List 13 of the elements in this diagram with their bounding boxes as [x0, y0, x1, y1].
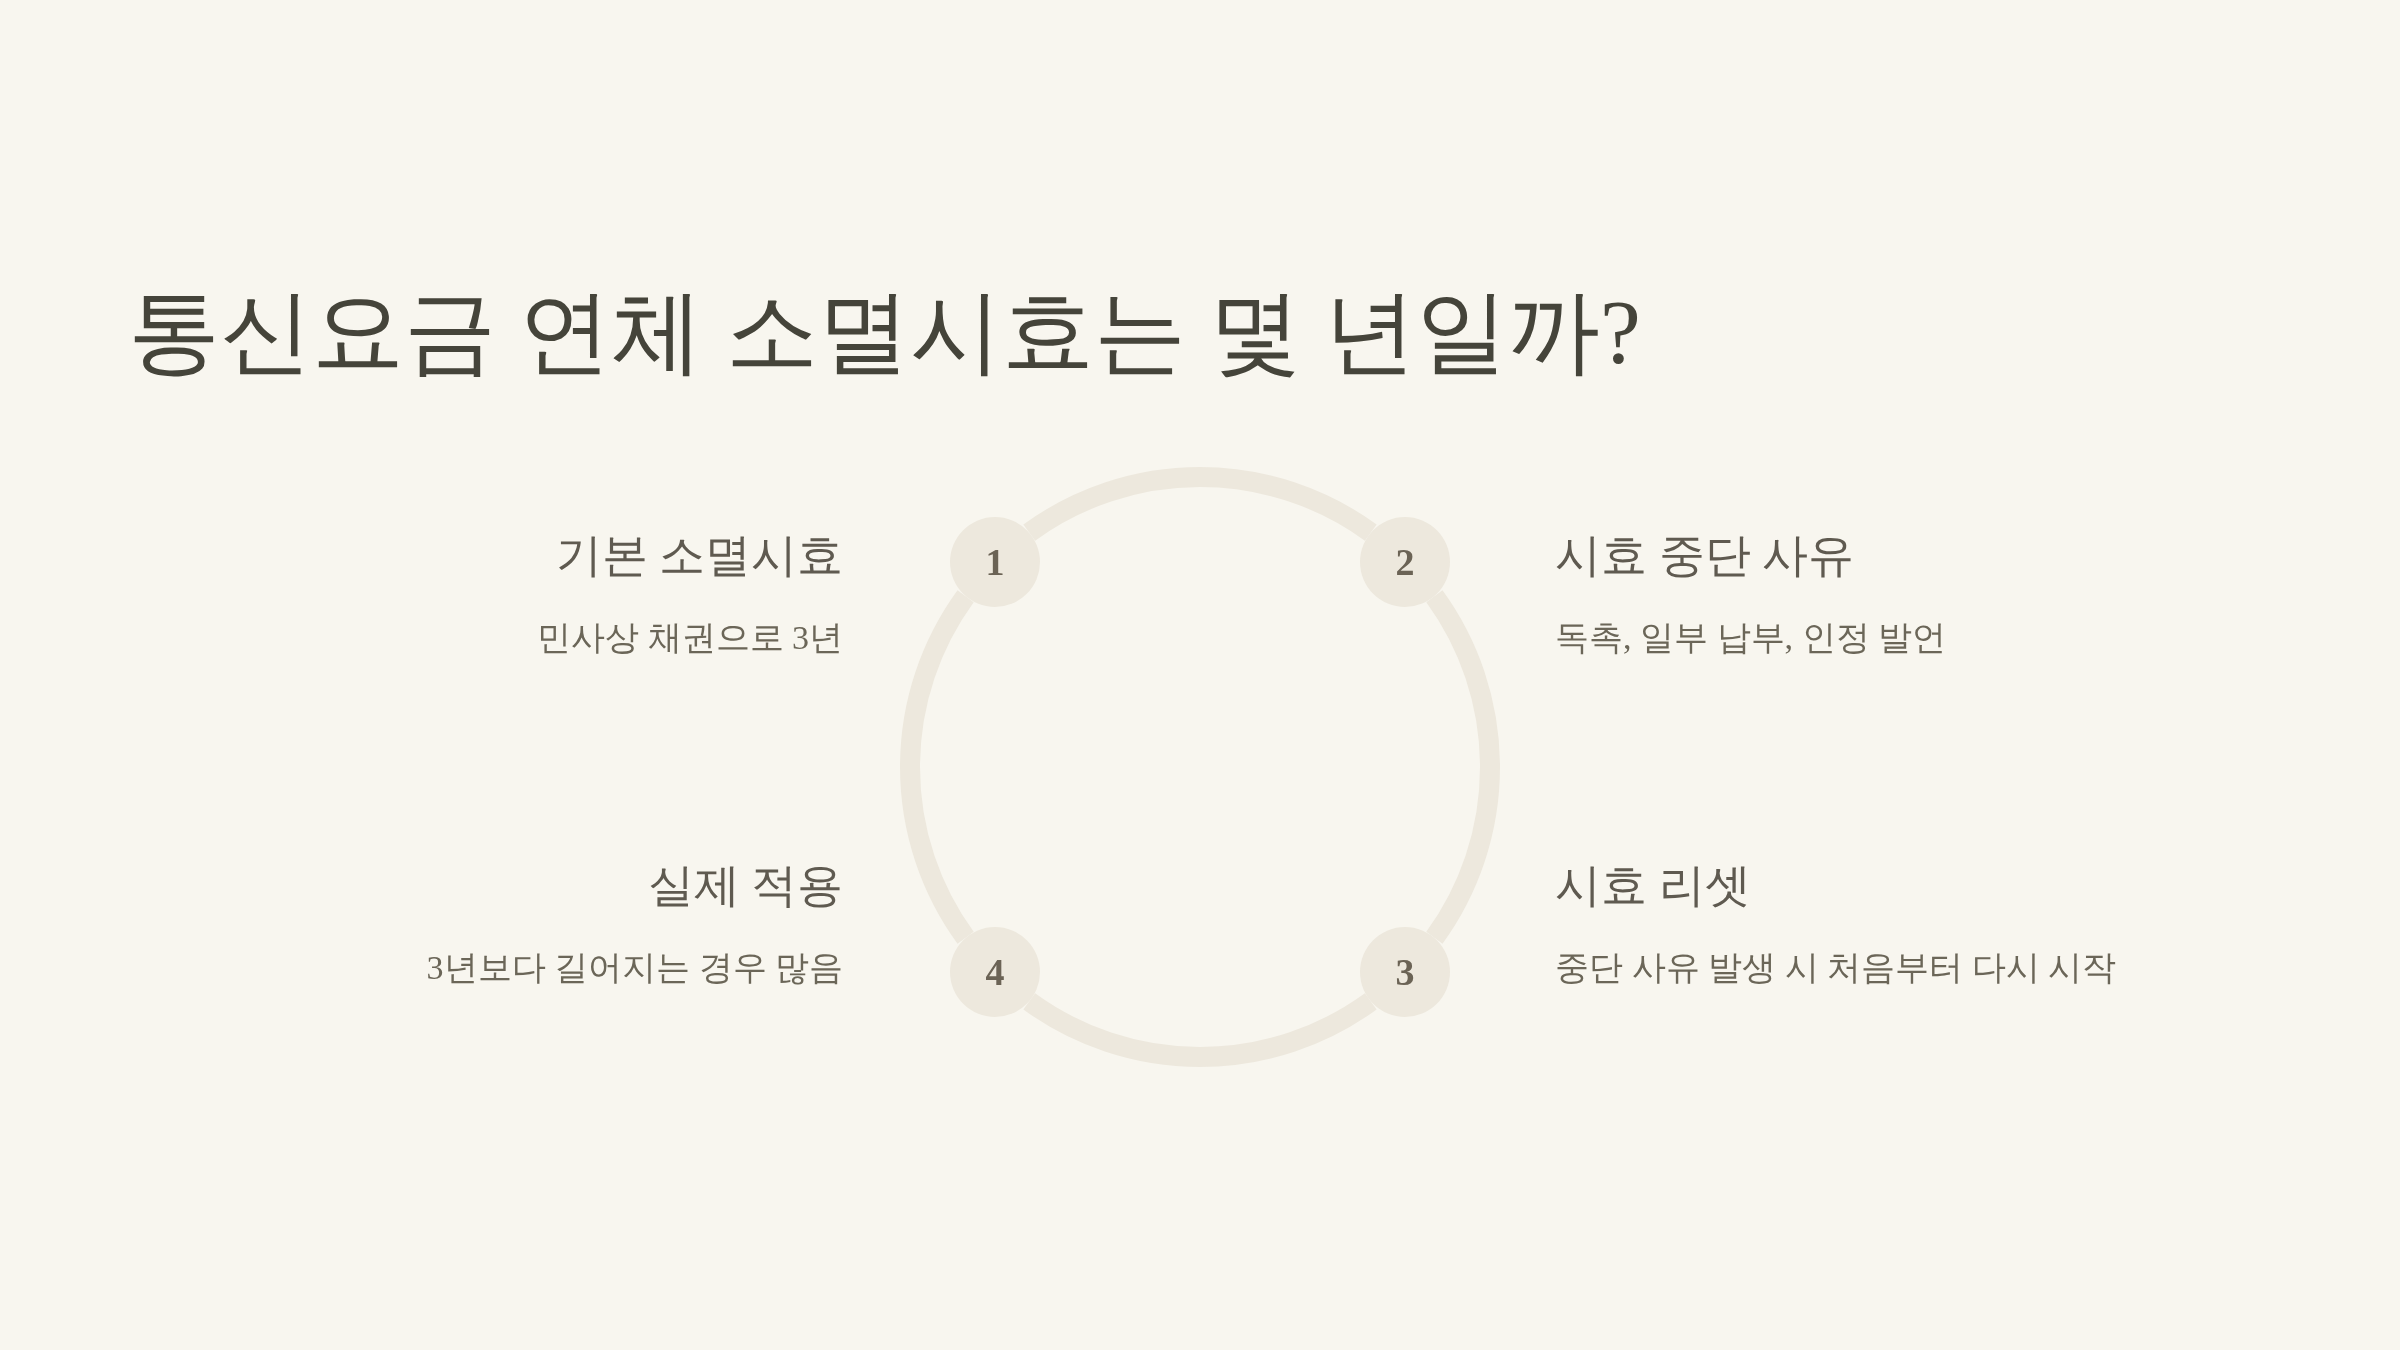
step-description: 3년보다 길어지는 경우 많음: [426, 948, 843, 988]
step-heading: 실제 적용: [647, 859, 843, 913]
step-heading: 시효 리셋: [1555, 859, 1751, 913]
number-circle: 1: [949, 516, 1040, 607]
number-circle: 4: [949, 927, 1040, 1018]
step-heading: 기본 소멸시효: [555, 529, 843, 583]
title: 통신요금 연체 소멸시효는 몇 년일까?: [128, 280, 1641, 385]
step-description: 독촉, 일부 납부, 인정 발언: [1555, 618, 1946, 658]
number-circle: 3: [1360, 927, 1451, 1018]
step-heading: 시효 중단 사유: [1555, 529, 1854, 583]
step-description: 중단 사유 발생 시 처음부터 다시 시작: [1555, 948, 2116, 988]
step-description: 민사상 채권으로 3년: [537, 618, 843, 658]
number-circle: 2: [1360, 516, 1451, 607]
